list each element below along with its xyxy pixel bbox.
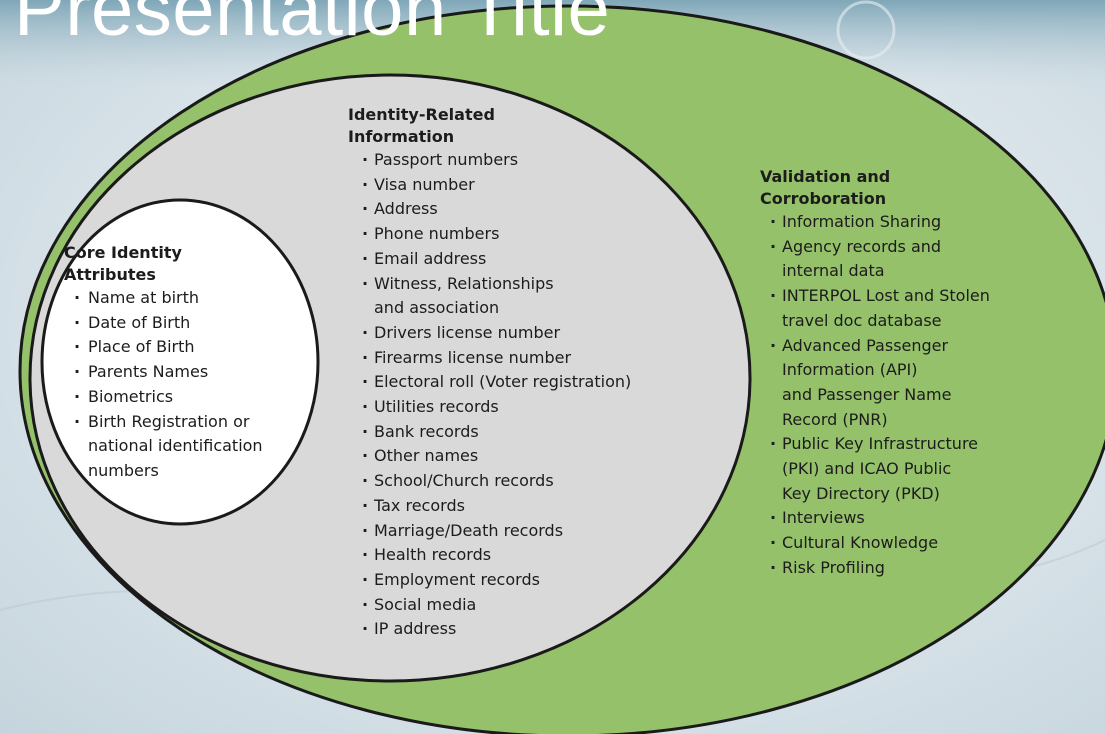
identity-item: Witness, Relationships (360, 272, 631, 297)
core-list: Name at birth Date of Birth Place of Bir… (64, 286, 263, 484)
identity-item: Drivers license number (360, 321, 631, 346)
identity-heading-line2: Information (348, 127, 455, 146)
validation-item: Cultural Knowledge (768, 531, 990, 556)
validation-item: Agency records and (768, 235, 990, 260)
slide-title: Presentation Title (14, 0, 611, 52)
core-item-continuation: national identification (88, 436, 263, 456)
core-heading-line2: Attributes (64, 265, 156, 284)
validation-item-continuation: and Passenger Name (782, 384, 952, 404)
core-item: Name at birth (64, 286, 263, 311)
core-item: Parents Names (64, 360, 263, 385)
identity-item: Health records (360, 543, 631, 568)
validation-item: Advanced Passenger (768, 334, 990, 359)
identity-item: IP address (360, 617, 631, 642)
core-item-continuation: numbers (88, 460, 159, 480)
identity-item: Visa number (360, 173, 631, 198)
validation-item: Risk Profiling (768, 556, 990, 581)
core-item: Date of Birth (64, 311, 263, 336)
core-item: Biometrics (64, 385, 263, 410)
identity-list: Passport numbers Visa number Address Pho… (360, 148, 631, 642)
validation-heading-line1: Validation and (760, 167, 891, 186)
identity-item: Firearms license number (360, 346, 631, 371)
identity-item: Marriage/Death records (360, 519, 631, 544)
core-item: Birth Registration or (64, 410, 263, 435)
identity-item: Passport numbers (360, 148, 631, 173)
identity-item: Tax records (360, 494, 631, 519)
decor-circle (836, 0, 896, 60)
core-identity-block: Core Identity Attributes Name at birth D… (64, 242, 263, 484)
validation-item-continuation: (PKI) and ICAO Public (782, 459, 952, 479)
identity-item: Employment records (360, 568, 631, 593)
identity-item: Bank records (360, 420, 631, 445)
identity-item: School/Church records (360, 469, 631, 494)
identity-item: Email address (360, 247, 631, 272)
identity-item: Address (360, 197, 631, 222)
validation-item-continuation: travel doc database (782, 310, 942, 330)
validation-item-continuation: Information (API) (782, 360, 918, 380)
core-item: Place of Birth (64, 335, 263, 360)
core-heading-line1: Core Identity (64, 243, 182, 262)
identity-item: Other names (360, 444, 631, 469)
validation-item-continuation: Key Directory (PKD) (782, 483, 940, 503)
identity-item: Phone numbers (360, 222, 631, 247)
identity-item: Social media (360, 593, 631, 618)
validation-corroboration-block: Validation and Corroboration Information… (760, 166, 990, 581)
validation-heading-line2: Corroboration (760, 189, 887, 208)
validation-item-continuation: Record (PNR) (782, 409, 888, 429)
validation-item: Public Key Infrastructure (768, 432, 990, 457)
identity-related-block: Identity-Related Information Passport nu… (348, 104, 631, 642)
validation-item: INTERPOL Lost and Stolen (768, 284, 990, 309)
identity-item: Utilities records (360, 395, 631, 420)
validation-item-continuation: internal data (782, 261, 885, 281)
identity-item: Electoral roll (Voter registration) (360, 370, 631, 395)
identity-item-continuation: and association (374, 298, 500, 318)
identity-heading-line1: Identity-Related (348, 105, 495, 124)
validation-item: Information Sharing (768, 210, 990, 235)
validation-list: Information Sharing Agency records and i… (768, 210, 990, 581)
validation-item: Interviews (768, 506, 990, 531)
